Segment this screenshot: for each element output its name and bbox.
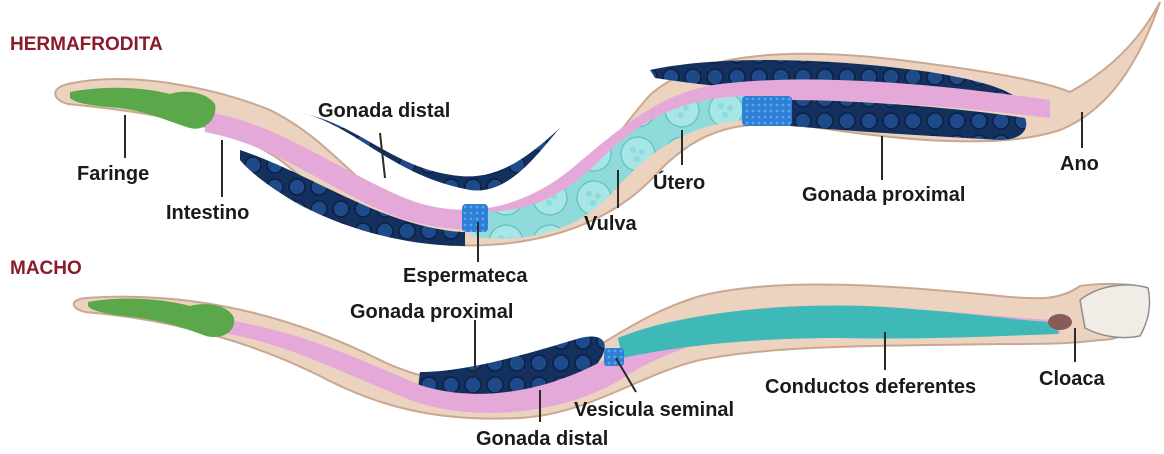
label-gonada-proximal-h: Gonada proximal [802, 184, 965, 206]
label-intestino: Intestino [166, 202, 249, 224]
hermaphrodite-pharynx [70, 88, 215, 129]
label-gonada-proximal-m: Gonada proximal [350, 301, 513, 323]
label-faringe: Faringe [77, 163, 149, 185]
male-tail-fan [1080, 285, 1150, 338]
label-gonada-distal-m: Gonada distal [476, 428, 608, 450]
hermaphrodite-title: HERMAFRODITA [10, 34, 163, 55]
label-ano: Ano [1060, 153, 1099, 175]
male-cloaca [1048, 314, 1072, 330]
label-cloaca: Cloaca [1039, 368, 1105, 390]
label-vesicula-seminal: Vesicula seminal [574, 399, 734, 421]
label-vulva: Vulva [584, 213, 637, 235]
label-utero: Útero [653, 170, 705, 194]
male-title: MACHO [10, 258, 82, 279]
label-gonada-distal-h: Gonada distal [318, 100, 450, 122]
hermaphrodite-spermatheca-left [462, 204, 488, 232]
male-seminal-vesicle [604, 348, 624, 366]
label-conductos-deferentes: Conductos deferentes [765, 376, 976, 398]
label-espermateca: Espermateca [403, 265, 528, 287]
hermaphrodite-spermatheca-right [742, 96, 792, 126]
